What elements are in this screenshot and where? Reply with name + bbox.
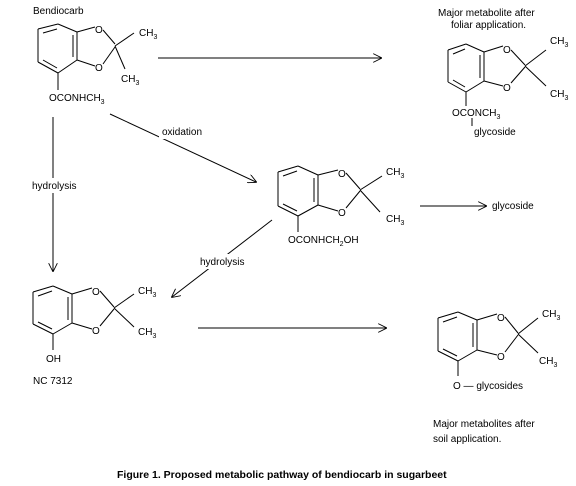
foliar-note-line-2: foliar application. <box>451 20 526 31</box>
foliar-metabolite-bonds <box>447 43 547 106</box>
oxidation-label-bg <box>159 124 209 139</box>
soil-glycosides-group: O — glycosides <box>453 381 523 392</box>
soil-ring-oxygen-2: O <box>497 352 505 363</box>
hydroxymethyl-glycoside-product: glycoside <box>492 201 534 212</box>
nc7312-ring-oxygen-2: O <box>92 326 100 337</box>
arrow-oxidation <box>109 113 256 182</box>
soil-metabolites-bonds <box>437 311 539 376</box>
soil-note-line-2: soil application. <box>433 434 501 445</box>
hydroxymethyl-bonds <box>277 165 383 232</box>
nc7312-hydroxyl-group: OH <box>46 354 61 365</box>
soil-metabolites-structure: O O CH3 CH3 O — glycosides Major metabol… <box>433 309 560 445</box>
oxidation-label: oxidation <box>162 127 202 138</box>
hydrolysis-left-label-bg <box>31 178 83 193</box>
bendiocarb-ring-oxygen-1: O <box>95 25 103 36</box>
foliar-glycoside-label: glycoside <box>474 127 516 138</box>
hydroxymethyl-ring-oxygen-2: O <box>338 208 346 219</box>
bendiocarb-bonds <box>37 23 135 90</box>
soil-note-line-1: Major metabolites after <box>433 419 535 430</box>
bendiocarb-structure: Bendiocarb O O CH3 CH3 OCONHCH3 <box>33 6 157 106</box>
nc7312-structure: O O CH3 CH3 OH NC 7312 <box>32 285 156 387</box>
foliar-methyl-1: CH3 <box>550 36 568 49</box>
foliar-note-line-1: Major metabolite after <box>438 8 535 19</box>
bendiocarb-carbamate-group: OCONHCH3 <box>49 93 105 106</box>
nc7312-methyl-1: CH3 <box>138 286 156 299</box>
bendiocarb-methyl-2: CH3 <box>121 74 139 87</box>
hydroxymethyl-metabolite-structure: O O CH3 CH3 OCONHCH2OH glycoside <box>277 165 534 248</box>
soil-methyl-1: CH3 <box>542 309 560 322</box>
hydrolysis-mid-label-bg <box>198 254 250 269</box>
soil-ring-oxygen-1: O <box>497 313 505 324</box>
foliar-carbamate-group: OCONCH3 <box>452 108 500 121</box>
foliar-methyl-2: CH3 <box>550 89 568 102</box>
bendiocarb-ring-oxygen-2: O <box>95 63 103 74</box>
bendiocarb-name: Bendiocarb <box>33 6 84 17</box>
foliar-ring-oxygen-2: O <box>503 83 511 94</box>
hydrolysis-left-label: hydrolysis <box>32 181 76 192</box>
figure-caption: Figure 1. Proposed metabolic pathway of … <box>117 469 447 481</box>
foliar-metabolite-structure: Major metabolite after foliar applicatio… <box>438 8 568 138</box>
hydroxymethyl-methyl-1: CH3 <box>386 167 404 180</box>
hydroxymethyl-carbamate-group: OCONHCH2OH <box>288 235 359 248</box>
hydrolysis-mid-label: hydrolysis <box>200 257 244 268</box>
hydroxymethyl-methyl-2: CH3 <box>386 214 404 227</box>
nc7312-ring-oxygen-1: O <box>92 287 100 298</box>
nc7312-name: NC 7312 <box>33 376 73 387</box>
reaction-arrows <box>53 58 486 328</box>
nc7312-bonds <box>32 285 135 350</box>
soil-methyl-2: CH3 <box>539 356 557 369</box>
hydroxymethyl-ring-oxygen-1: O <box>338 169 346 180</box>
bendiocarb-methyl-1: CH3 <box>139 28 157 41</box>
nc7312-methyl-2: CH3 <box>138 327 156 340</box>
foliar-ring-oxygen-1: O <box>503 45 511 56</box>
